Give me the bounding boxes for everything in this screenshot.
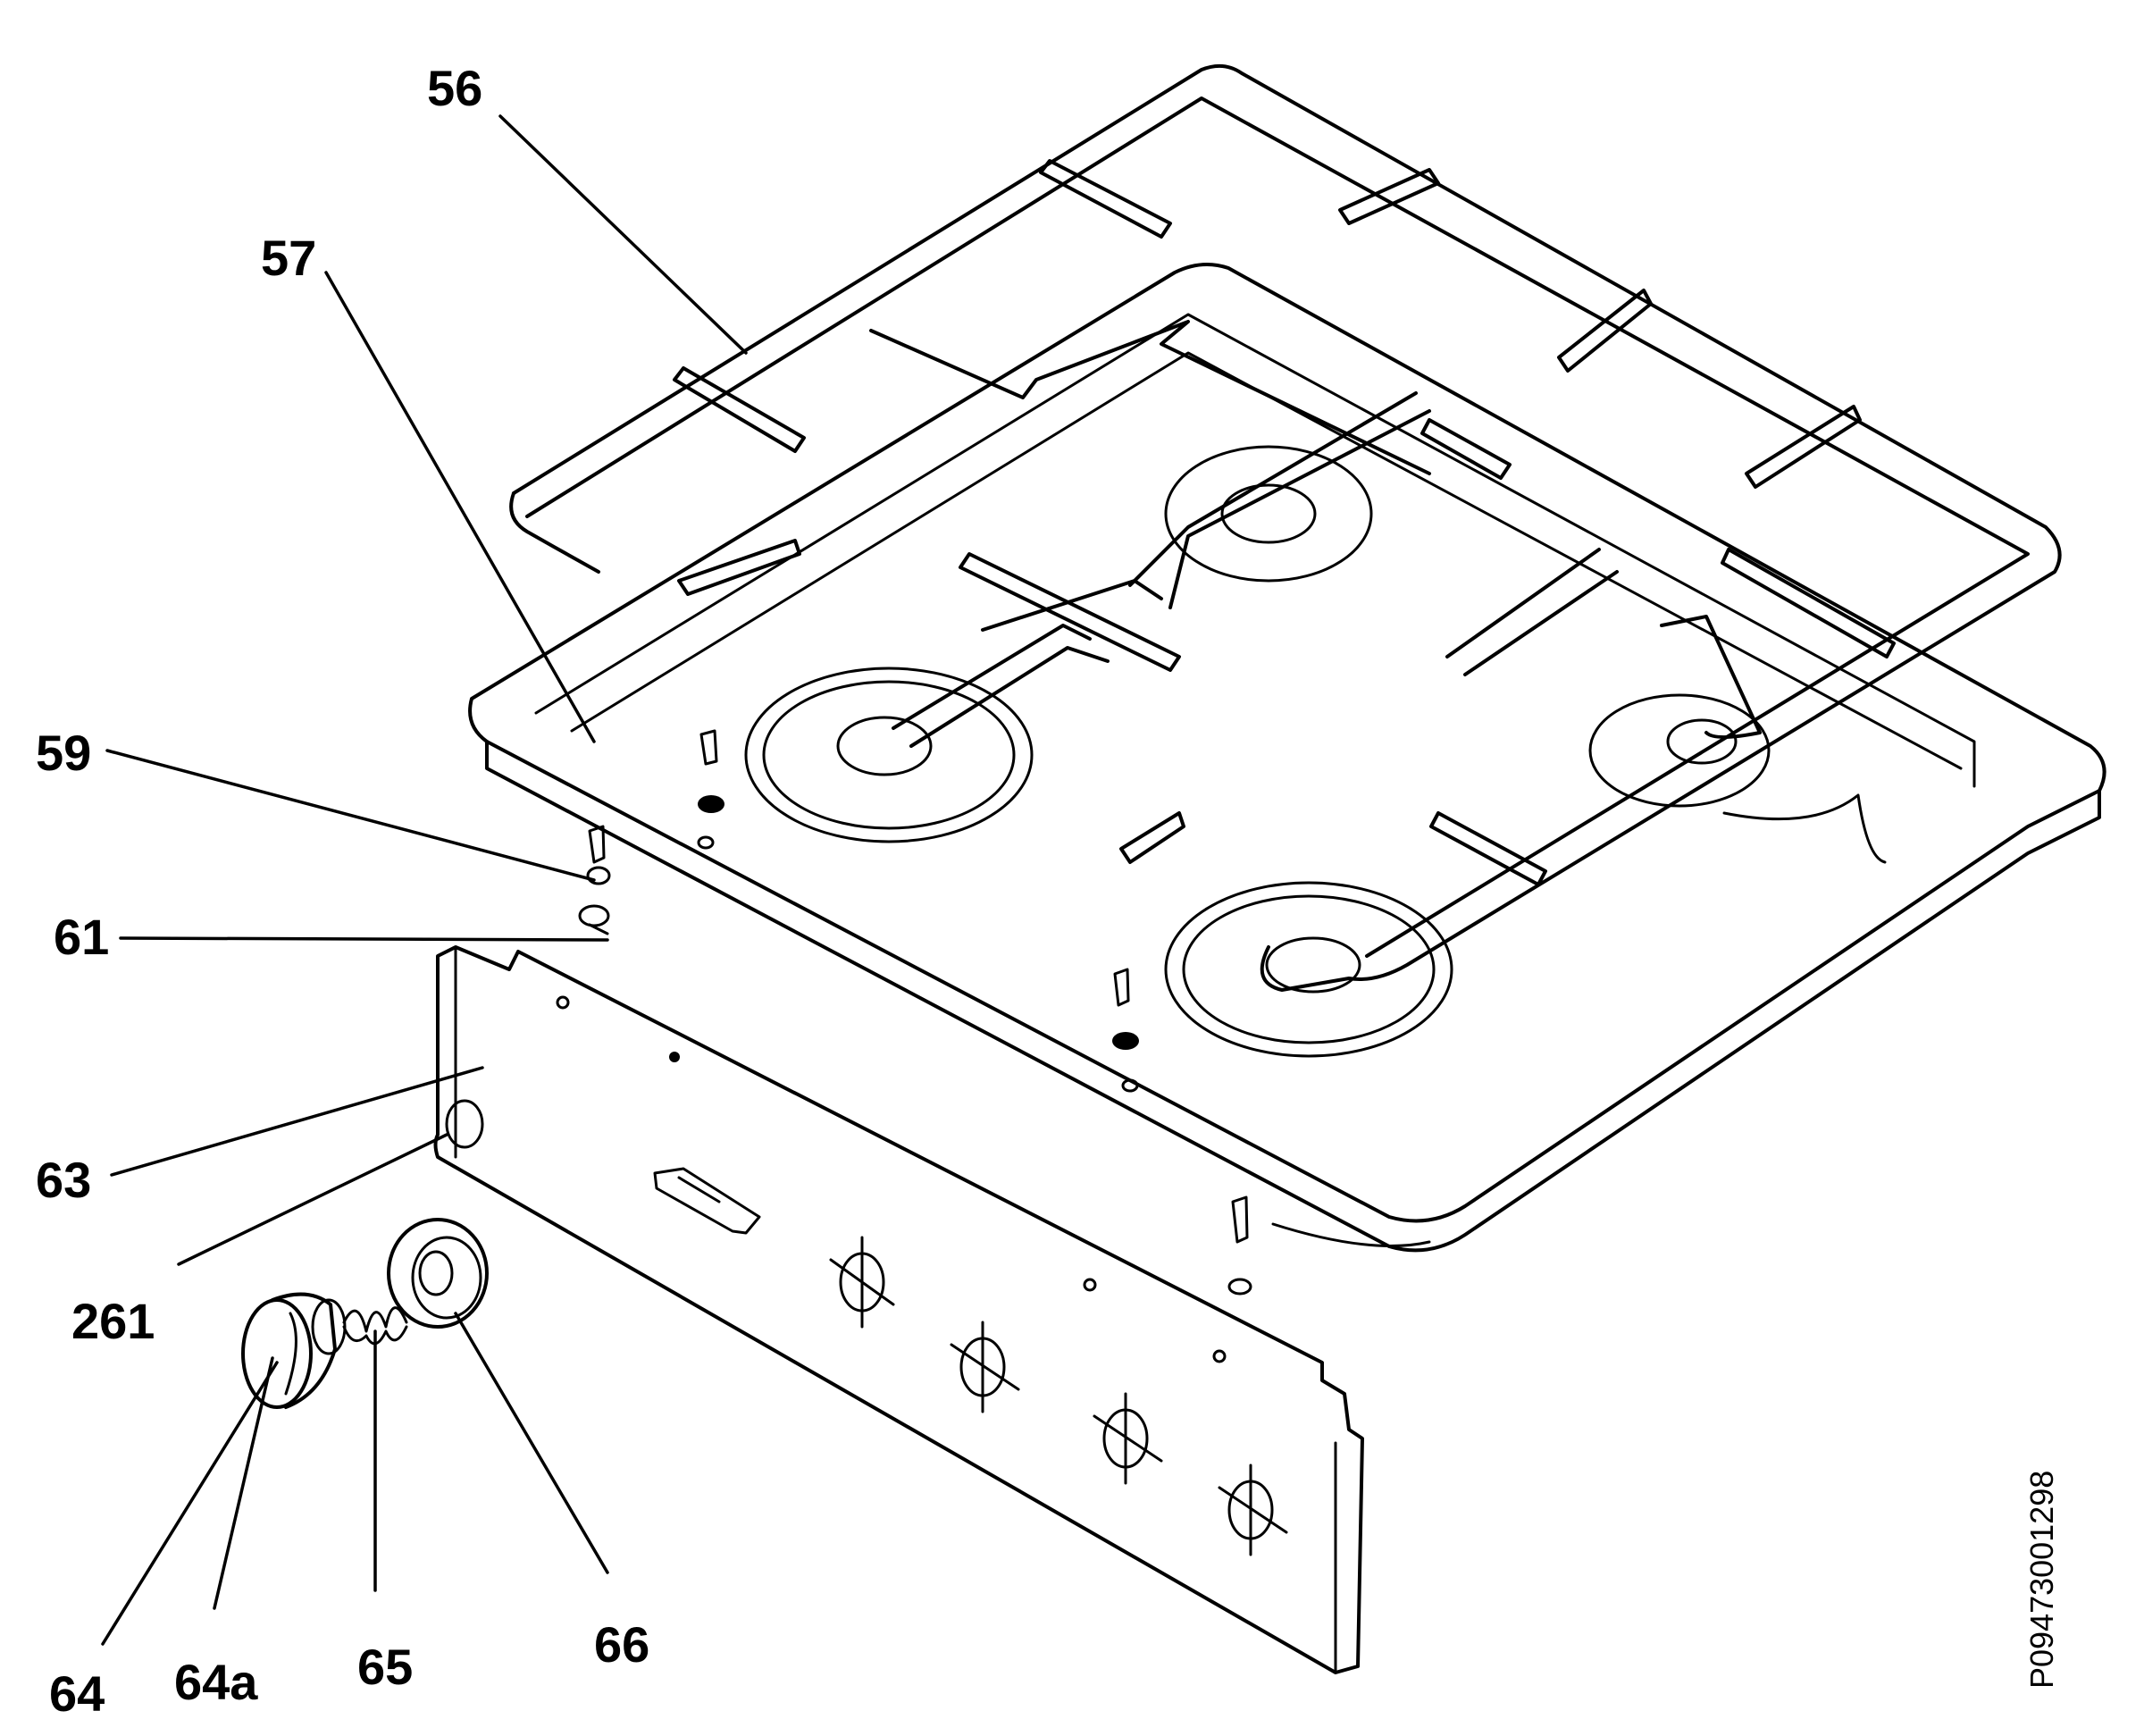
label-56: 56 [427,60,482,116]
label-61: 61 [54,909,109,965]
screw-panel-right [1227,1195,1252,1296]
burner-front-left [744,667,1034,843]
burner-back-left [1164,445,1373,583]
label-65: 65 [357,1639,413,1695]
label-63: 63 [36,1152,91,1208]
screw-hob-left [697,729,724,850]
washer-61 [578,904,610,935]
knob-hole-4 [1218,1463,1288,1556]
document-code: P09473001298 [2023,1471,2060,1689]
knob-hole-2 [950,1321,1020,1413]
ignition-hole [445,1099,484,1149]
burner-back-right [1588,693,1887,864]
knob-hole-1 [829,1236,895,1329]
pan-support-56 [509,63,2062,992]
control-panel-63 [433,945,1364,1674]
leader-lines [101,114,748,1646]
label-64: 64 [49,1665,105,1722]
bezel-66 [387,1218,489,1329]
label-59: 59 [36,725,91,781]
screw-59 [586,825,611,885]
label-57: 57 [261,230,316,286]
knob-hole-3 [1093,1392,1163,1485]
label-261: 261 [71,1293,155,1349]
label-64a: 64a [174,1654,258,1710]
hob-top-57 [468,263,2106,1296]
burner-front-right [1164,881,1453,1058]
screw-hob-right [1112,968,1139,1093]
label-66: 66 [594,1616,649,1673]
